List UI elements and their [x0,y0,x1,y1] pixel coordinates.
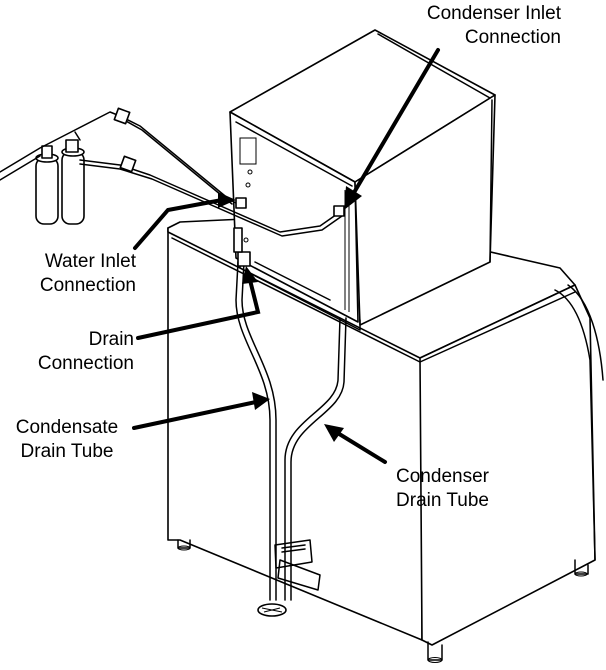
label-condenser-inlet-line1: Condenser Inlet [426,3,561,24]
drain-tubes [233,227,347,617]
arrowhead-condenser-inlet [344,186,362,210]
label-condenser-drain: Condenser Drain Tube [380,465,505,513]
arrowhead-drain [242,266,258,284]
callout-arrows [132,48,440,464]
label-condensate-drain-line1: Condensate [15,417,119,438]
ice-machine-head [229,29,496,331]
arrow-drain [136,278,261,340]
label-water-inlet-line2: Connection [39,275,136,296]
arrowhead-water-inlet [218,192,236,208]
label-condenser-drain-line1: Condenser [396,466,489,487]
label-condensate-drain-line2: Drain Tube [20,441,114,462]
label-condenser-inlet: Condenser Inlet Connection [395,2,561,50]
label-condenser-drain-line2: Drain Tube [396,490,489,511]
label-water-inlet: Water Inlet Connection [10,250,136,298]
arrow-condenser-drain [334,430,387,464]
label-water-inlet-line1: Water Inlet [44,251,136,272]
water-filter-assembly [0,107,345,237]
arrow-condenser-inlet [350,48,440,198]
arrow-condensate-drain [132,400,258,430]
label-drain: Drain Connection [10,328,134,376]
label-condensate-drain: Condensate Drain Tube [2,416,132,464]
label-drain-line2: Connection [37,353,134,374]
label-drain-line1: Drain [88,329,134,350]
arrowhead-condenser-drain [324,424,344,442]
arrow-water-inlet [133,198,224,250]
label-condenser-inlet-line2: Connection [464,27,561,48]
arrowhead-condensate-drain [252,392,270,410]
